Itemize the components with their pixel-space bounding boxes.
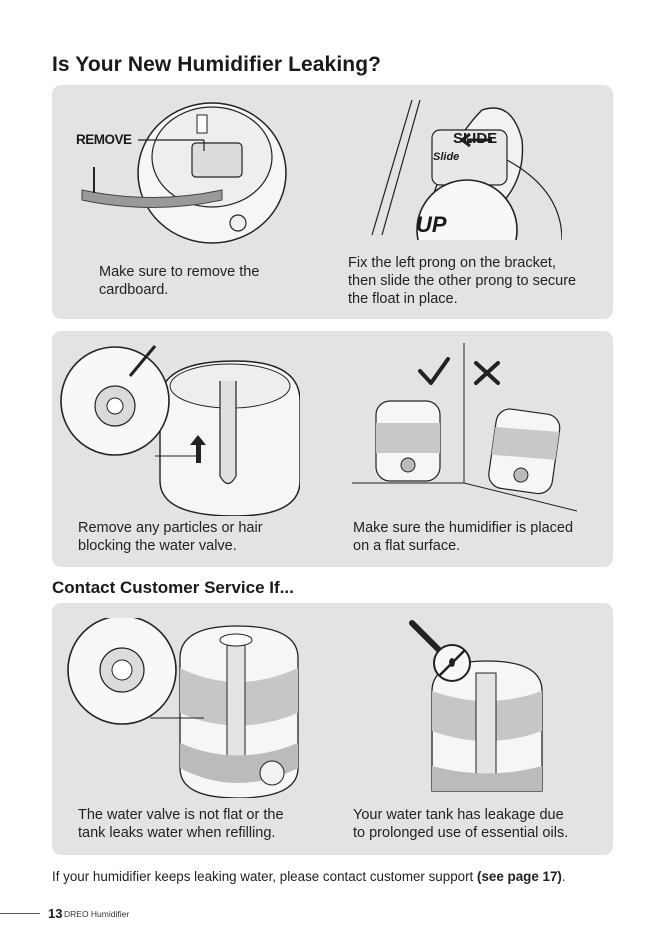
cardboard-removal-illustration [81, 102, 287, 244]
caption-essential-oils: Your water tank has leakage due to prolo… [353, 807, 569, 841]
up-label: UP [416, 212, 447, 237]
essential-oil-leak-illustration [409, 620, 543, 792]
slide-small-label: Slide [433, 151, 460, 163]
support-note: If your humidifier keeps leaking water, … [52, 869, 566, 884]
caption-remove-cardboard: Make sure to remove the cardboard. [99, 264, 260, 298]
remove-label: REMOVE [76, 132, 132, 147]
panel-contact-service: The water valve is not flat or the tank … [52, 603, 613, 855]
footer-rule [0, 913, 40, 914]
caption-valve-not-flat: The water valve is not flat or the tank … [78, 807, 284, 841]
float-slide-illustration [371, 100, 562, 240]
valve-leak-illustration [67, 618, 299, 798]
section-heading-contact: Contact Customer Service If... [52, 578, 294, 597]
page-heading: Is Your New Humidifier Leaking? [52, 53, 382, 76]
caption-flat-surface: Make sure the humidifier is placed on a … [353, 520, 574, 554]
caption-clean-valve: Remove any particles or hair blocking th… [78, 520, 263, 554]
checkmark-icon [418, 357, 450, 385]
slide-label: SLIDE [453, 130, 498, 147]
caption-fix-float: Fix the left prong on the bracket, then … [348, 255, 577, 307]
page-reference: (see page 17) [477, 869, 562, 884]
footer-brand: DREO Humidifier [64, 909, 130, 919]
cross-icon [474, 361, 500, 385]
panel-cardboard-float: REMOVE SLIDE Slide UP Make sure to remov… [52, 85, 613, 319]
valve-cleaning-illustration [60, 345, 300, 516]
page-number: 13 [48, 906, 63, 921]
panel-valve-surface: Remove any particles or hair blocking th… [52, 331, 613, 567]
flat-surface-illustration [352, 343, 578, 512]
